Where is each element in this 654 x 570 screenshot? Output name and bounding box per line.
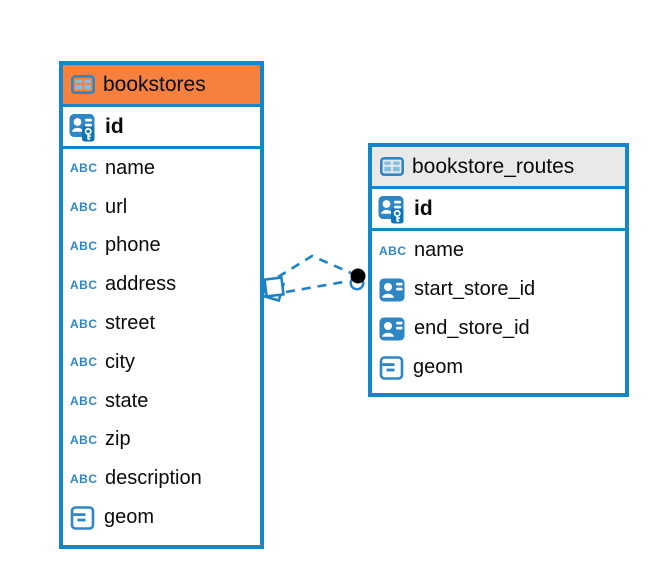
- entity-bookstores[interactable]: bookstores id ABC name: [59, 61, 264, 549]
- foreign-key-icon: [379, 317, 405, 341]
- column-row[interactable]: ABC city: [63, 343, 260, 382]
- column-row[interactable]: ABC state: [63, 382, 260, 421]
- varchar-type-icon: ABC: [70, 200, 98, 215]
- varchar-type-icon: ABC: [70, 316, 98, 331]
- column-list: ABC name ABC url ABC phone ABC address A…: [63, 149, 260, 537]
- column-label: end_store_id: [414, 317, 530, 339]
- column-row[interactable]: ABC name: [372, 231, 625, 270]
- relationship-line-upper[interactable]: [277, 254, 352, 279]
- entity-header-bookstores[interactable]: bookstores: [63, 65, 260, 107]
- entity-bookstore-routes[interactable]: bookstore_routes id ABC name: [368, 143, 629, 397]
- entity-header-bookstore-routes[interactable]: bookstore_routes: [372, 147, 625, 189]
- column-row[interactable]: geom: [63, 498, 260, 537]
- table-icon: [380, 157, 404, 176]
- relationship-source-marker[interactable]: [260, 276, 286, 303]
- relationship-target-marker[interactable]: [349, 268, 366, 291]
- column-row[interactable]: ABC description: [63, 459, 260, 498]
- column-row[interactable]: ABC phone: [63, 227, 260, 266]
- varchar-type-icon: ABC: [70, 394, 98, 409]
- column-label: state: [105, 389, 149, 412]
- column-label: description: [105, 467, 202, 490]
- column-row[interactable]: ABC street: [63, 304, 260, 343]
- column-row-id[interactable]: id: [63, 107, 260, 149]
- primary-key-icon: [69, 112, 98, 142]
- column-label: start_store_id: [414, 278, 536, 300]
- column-label: geom: [104, 506, 155, 529]
- column-label: geom: [413, 356, 464, 378]
- column-label: address: [105, 273, 177, 296]
- column-row[interactable]: start_store_id: [372, 270, 625, 309]
- column-label: city: [105, 350, 135, 373]
- relationship-line-lower[interactable]: [285, 279, 350, 294]
- column-row[interactable]: geom: [372, 348, 625, 387]
- column-row[interactable]: ABC zip: [63, 421, 260, 460]
- column-list: ABC name start_store_id: [372, 231, 625, 387]
- entity-title: bookstores: [103, 72, 206, 96]
- column-row-id[interactable]: id: [372, 189, 625, 231]
- column-row[interactable]: ABC address: [63, 265, 260, 304]
- column-row[interactable]: ABC name: [63, 149, 260, 188]
- column-label: phone: [105, 234, 161, 257]
- column-label: name: [414, 239, 465, 261]
- column-label: street: [105, 312, 156, 335]
- column-label: id: [414, 196, 433, 220]
- varchar-type-icon: ABC: [70, 432, 98, 447]
- varchar-type-icon: ABC: [70, 238, 98, 253]
- geometry-type-icon: [70, 505, 95, 530]
- column-label: id: [105, 114, 124, 138]
- column-label: zip: [105, 428, 131, 451]
- column-label: name: [105, 156, 156, 179]
- varchar-type-icon: ABC: [70, 355, 98, 370]
- varchar-type-icon: ABC: [70, 471, 98, 486]
- entity-title: bookstore_routes: [412, 154, 575, 178]
- primary-key-icon: [378, 194, 407, 224]
- column-row[interactable]: ABC url: [63, 188, 260, 227]
- varchar-type-icon: ABC: [70, 161, 98, 176]
- column-label: url: [105, 195, 128, 218]
- varchar-type-icon: ABC: [379, 243, 407, 258]
- geometry-type-icon: [379, 355, 404, 380]
- foreign-key-icon: [379, 278, 405, 302]
- column-row[interactable]: end_store_id: [372, 309, 625, 348]
- varchar-type-icon: ABC: [70, 277, 98, 292]
- table-icon: [71, 75, 95, 94]
